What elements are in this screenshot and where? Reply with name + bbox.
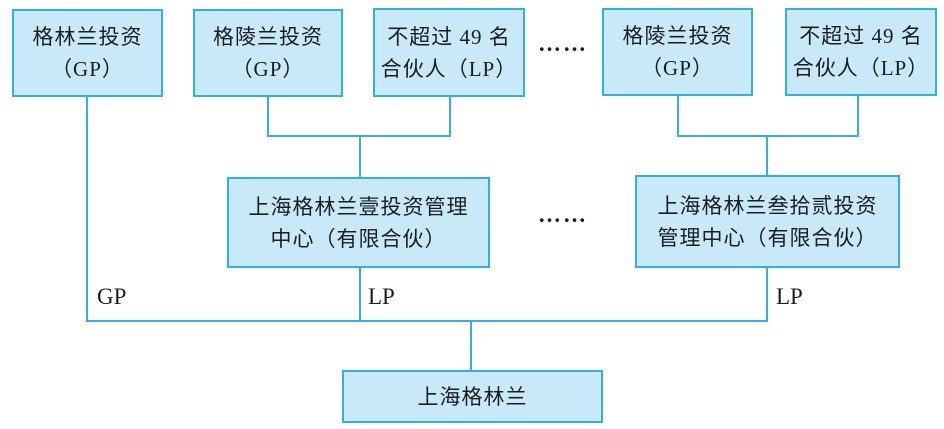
- box-shanghai-gelinlan: 上海格林兰: [342, 370, 603, 423]
- box-text-line: 合伙人（LP）: [792, 56, 930, 80]
- box-text-line: （GP）: [231, 57, 305, 81]
- connector-join-left: [267, 135, 451, 137]
- connector-bus: [86, 320, 768, 322]
- box-text-line: （GP）: [51, 57, 124, 81]
- box-text-line: 上海格林兰壹投资管理: [248, 194, 469, 219]
- box-gelinglan-investment-gp-left: 格陵兰投资 （GP）: [193, 9, 343, 97]
- edge-label-lp-right: LP: [776, 284, 803, 309]
- connector-into-shanghai-gelinlan: [470, 322, 472, 370]
- box-mgmt-center-32: 上海格林兰叁拾贰投资 管理中心（有限合伙）: [635, 175, 900, 268]
- box-text-line: 格陵兰投资: [622, 24, 733, 48]
- connector-gp-left-down: [267, 97, 269, 137]
- edge-label-gp: GP: [97, 284, 127, 309]
- connector-join-right: [677, 135, 859, 137]
- connector-into-mgmt32: [766, 137, 768, 175]
- connector-into-mgmt1: [359, 137, 361, 177]
- edge-label-lp-middle: LP: [368, 284, 395, 309]
- connector-gelinlan-gp-down: [86, 97, 88, 321]
- box-text-line: 不超过 49 名: [799, 24, 923, 48]
- box-text-line: 上海格林兰: [417, 384, 528, 409]
- ellipsis-middle: ……: [538, 202, 588, 227]
- box-gelinlan-investment-gp: 格林兰投资 （GP）: [12, 9, 163, 97]
- box-text-line: 管理中心（有限合伙）: [657, 225, 878, 250]
- connector-lp-right-down: [857, 96, 859, 137]
- ellipsis-top: ……: [538, 31, 588, 56]
- box-text-line: 中心（有限合伙）: [270, 226, 447, 251]
- box-text-line: 合伙人（LP）: [380, 56, 518, 81]
- connector-mgmt32-down: [766, 268, 768, 322]
- box-mgmt-center-1: 上海格林兰壹投资管理 中心（有限合伙）: [227, 177, 490, 268]
- box-text-line: 不超过 49 名: [387, 24, 511, 49]
- box-text-line: 上海格林兰叁拾贰投资: [657, 193, 878, 218]
- connector-gp-right-down: [677, 96, 679, 137]
- box-text-line: 格陵兰投资: [213, 25, 323, 49]
- box-limited-partners-49-right: 不超过 49 名 合伙人（LP）: [785, 8, 937, 96]
- connector-lp-left-down: [449, 97, 451, 137]
- box-gelinglan-investment-gp-right: 格陵兰投资 （GP）: [602, 8, 753, 96]
- box-text-line: （GP）: [641, 56, 714, 80]
- connector-mgmt1-down: [359, 268, 361, 322]
- box-limited-partners-49-left: 不超过 49 名 合伙人（LP）: [373, 8, 525, 97]
- box-text-line: 格林兰投资: [32, 25, 143, 49]
